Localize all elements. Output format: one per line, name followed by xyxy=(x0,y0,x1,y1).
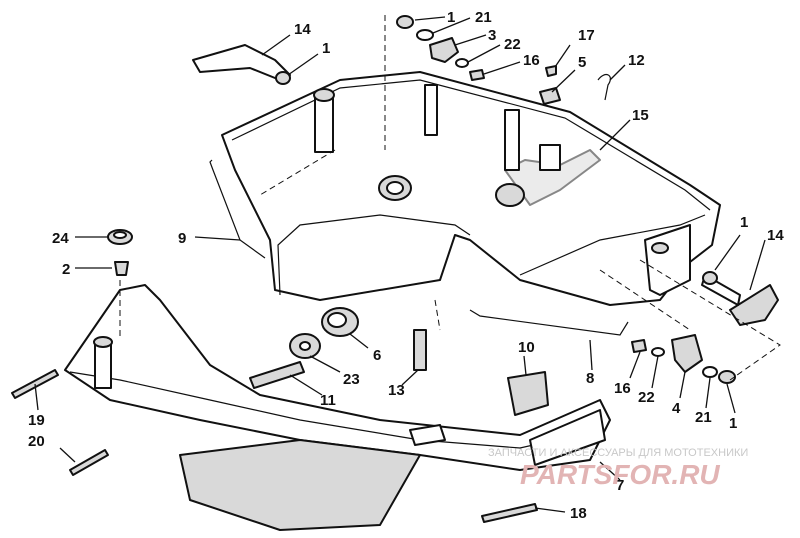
callout-14-top: 14 xyxy=(294,21,311,38)
callout-5: 5 xyxy=(578,54,586,71)
callout-8: 8 xyxy=(586,370,594,387)
callout-18: 18 xyxy=(570,505,587,522)
callout-3: 3 xyxy=(488,27,496,44)
callout-12: 12 xyxy=(628,52,645,69)
callout-21-top: 21 xyxy=(475,9,492,26)
callout-16-top: 16 xyxy=(523,52,540,69)
callout-19: 19 xyxy=(28,412,45,429)
callout-15: 15 xyxy=(632,107,649,124)
callout-13: 13 xyxy=(388,382,405,399)
callout-23: 23 xyxy=(343,371,360,388)
callout-20: 20 xyxy=(28,433,45,450)
callout-4: 4 xyxy=(672,400,681,417)
watermark: ЗАПЧАСТИ И АКСЕССУАРЫ ДЛЯ МОТОТЕХНИКИ PA… xyxy=(488,447,748,490)
callouts: 1 21 3 22 16 17 5 12 14 1 15 9 24 2 1 14… xyxy=(28,9,784,522)
callout-1-right: 1 xyxy=(740,214,748,231)
callout-6: 6 xyxy=(373,347,381,364)
callout-9: 9 xyxy=(178,230,186,247)
watermark-brand: PARTSFOR.RU xyxy=(520,459,720,490)
callout-2: 2 xyxy=(62,261,70,278)
small-parts xyxy=(11,15,779,523)
callout-22-bottom: 22 xyxy=(638,389,655,406)
callout-14-right: 14 xyxy=(767,227,784,244)
callout-7: 7 xyxy=(616,477,624,494)
upper-cover-assembly xyxy=(209,71,721,306)
callout-10: 10 xyxy=(518,339,535,356)
callout-22-top: 22 xyxy=(504,36,521,53)
leader-lines xyxy=(34,16,766,513)
callout-21-bottom: 21 xyxy=(695,409,712,426)
alignment-lines xyxy=(119,15,781,381)
callout-1-left: 1 xyxy=(322,40,330,57)
callout-17: 17 xyxy=(578,27,595,44)
callout-16-bottom: 16 xyxy=(614,380,631,397)
callout-1-bottom: 1 xyxy=(729,415,737,432)
callout-1-top: 1 xyxy=(447,9,455,26)
callout-11: 11 xyxy=(320,392,336,409)
callout-24: 24 xyxy=(52,230,69,247)
watermark-tagline: ЗАПЧАСТИ И АКСЕССУАРЫ ДЛЯ МОТОТЕХНИКИ xyxy=(488,447,748,459)
